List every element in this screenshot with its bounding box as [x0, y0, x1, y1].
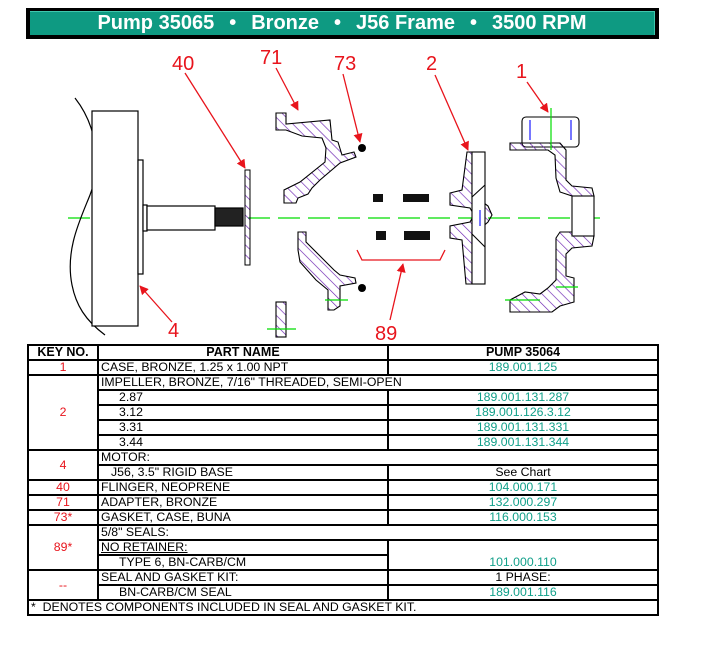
impeller-part [449, 151, 493, 285]
impeller-size: 3.12 [97, 404, 389, 421]
key-no: 4 [27, 449, 99, 481]
separator: • [229, 12, 237, 34]
table-row: 2.87 189.001.131.287 [28, 389, 659, 406]
key-no: 40 [27, 479, 99, 496]
impeller-size: 2.87 [97, 389, 389, 406]
material: Bronze [251, 12, 320, 34]
table-row: J56, 3.5" RIGID BASE See Chart [28, 464, 659, 481]
part-number: 189.001.116 [387, 584, 659, 601]
table-row: 40 FLINGER, NEOPRENE 104.000.171 [27, 479, 659, 496]
title-banner: Pump 35065 • Bronze • J56 Frame • 3500 R… [26, 8, 659, 39]
impeller-size: 3.31 [97, 419, 389, 436]
footnote: * DENOTES COMPONENTS INCLUDED IN SEAL AN… [27, 599, 659, 616]
callout-label-4: 4 [168, 320, 179, 342]
part-name: FLINGER, NEOPRENE [97, 479, 389, 496]
frame: J56 Frame [356, 12, 455, 34]
callout-label-89: 89 [375, 323, 397, 344]
table-row: 2 IMPELLER, BRONZE, 7/16" THREADED, SEMI… [27, 374, 659, 451]
footnote-row: * DENOTES COMPONENTS INCLUDED IN SEAL AN… [27, 599, 659, 616]
kit-phase: 1 PHASE: [387, 569, 659, 586]
key-no: 89* [27, 524, 99, 571]
part-name: GASKET, CASE, BUNA [97, 509, 389, 526]
part-number: 189.001.126.3.12 [387, 404, 659, 421]
table-row: 3.31 189.001.131.331 [28, 419, 659, 436]
callout-2: 2 [426, 53, 469, 151]
part-subheading: NO RETAINER: [97, 539, 389, 556]
seal-part [373, 194, 430, 240]
callout-40: 40 [172, 53, 246, 169]
table-header-row: KEY NO. PART NAME PUMP 35064 [27, 344, 659, 361]
header-key-no: KEY NO. [27, 344, 99, 361]
gasket-part [358, 144, 366, 292]
separator: • [470, 12, 478, 34]
callout-label-2: 2 [426, 53, 437, 75]
title-banner-text: Pump 35065 • Bronze • J56 Frame • 3500 R… [30, 11, 655, 35]
adapter-part [267, 112, 357, 338]
table-row: TYPE 6, BN-CARB/CM [28, 554, 658, 571]
table-row: 3.12 189.001.126.3.12 [28, 404, 659, 421]
key-no: 1 [27, 359, 99, 376]
callout-label-73: 73 [334, 53, 356, 75]
separator: • [334, 12, 342, 34]
part-number: 189.001.131.287 [387, 389, 659, 406]
callout-71: 71 [260, 47, 299, 111]
part-number: 104.000.171 [387, 479, 659, 496]
table-row: NO RETAINER: 101.000.110 [28, 539, 659, 571]
callout-89: 89 [356, 249, 446, 344]
impeller-size: 3.44 [97, 434, 389, 451]
header-part-number: PUMP 35064 [387, 344, 659, 361]
table-row: 71 ADAPTER, BRONZE 132.000.297 [27, 494, 659, 511]
callout-label-71: 71 [260, 47, 282, 69]
part-name: MOTOR: [97, 449, 659, 466]
table-row: 73* GASKET, CASE, BUNA 116.000.153 [27, 509, 659, 526]
part-name: 5/8" SEALS: [97, 524, 659, 541]
key-no: 73* [27, 509, 99, 526]
part-name: IMPELLER, BRONZE, 7/16" THREADED, SEMI-O… [97, 374, 659, 391]
part-number: 132.000.297 [387, 494, 659, 511]
table-row: 4 MOTOR: [27, 449, 659, 481]
motor-part [69, 97, 244, 336]
exploded-view-drawing: 40 71 73 2 1 4 89 [68, 47, 605, 344]
key-no: -- [27, 569, 99, 601]
table-row: -- SEAL AND GASKET KIT: 1 PHASE: [27, 569, 659, 601]
part-subname: TYPE 6, BN-CARB/CM [97, 554, 389, 571]
table-row: 89* 5/8" SEALS: [27, 524, 659, 571]
key-no: 2 [27, 374, 99, 451]
part-number: 116.000.153 [387, 509, 659, 526]
part-number: 101.000.110 [387, 539, 659, 571]
parts-table: KEY NO. PART NAME PUMP 35064 1 CASE, BRO… [27, 344, 659, 616]
callout-1: 1 [516, 61, 549, 113]
callout-4: 4 [139, 285, 179, 342]
pump-model: Pump 35065 [97, 12, 215, 34]
part-number: 189.001.131.344 [387, 434, 659, 451]
callout-label-40: 40 [172, 53, 194, 75]
part-number: 189.001.125 [387, 359, 659, 376]
header-part-name: PART NAME [97, 344, 389, 361]
flinger-part [244, 169, 251, 266]
part-subname: J56, 3.5" RIGID BASE [97, 464, 389, 481]
part-name: SEAL AND GASKET KIT: [97, 569, 389, 586]
part-number: 189.001.131.331 [387, 419, 659, 436]
key-no: 71 [27, 494, 99, 511]
table-row: BN-CARB/CM SEAL 189.001.116 [28, 584, 659, 601]
rpm: 3500 RPM [492, 12, 587, 34]
table-row: 1 CASE, BRONZE, 1.25 x 1.00 NPT 189.001.… [27, 359, 659, 376]
part-number: See Chart [387, 464, 659, 481]
callout-label-1: 1 [516, 61, 527, 83]
part-name: CASE, BRONZE, 1.25 x 1.00 NPT [97, 359, 389, 376]
callout-73: 73 [334, 53, 363, 143]
part-subname: BN-CARB/CM SEAL [97, 584, 389, 601]
part-name: ADAPTER, BRONZE [97, 494, 389, 511]
case-part [505, 108, 595, 313]
table-row: 3.44 189.001.131.344 [28, 434, 659, 451]
